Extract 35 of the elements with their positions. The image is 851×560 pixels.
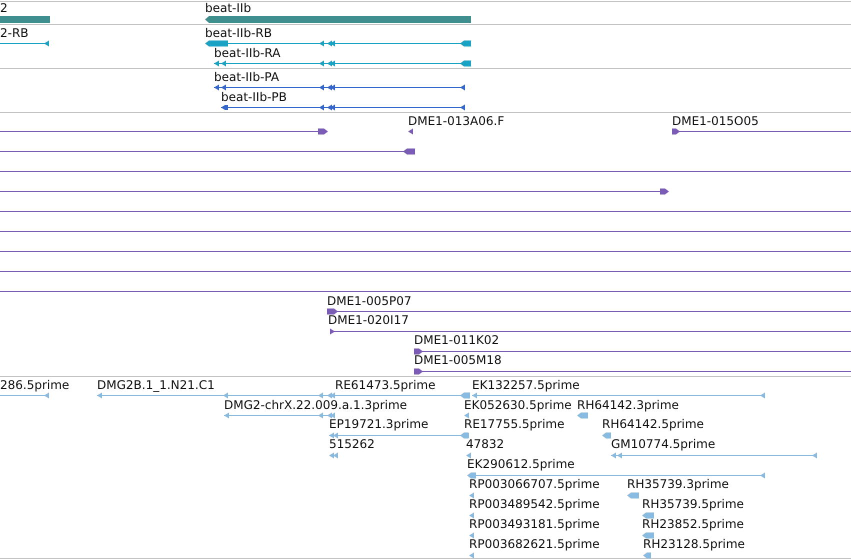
feature-label: EK290612.5prime [467,457,575,471]
feature-label: RH35739.5prime [642,497,744,511]
feature-label: DMG2-chrX.22.009.a.1.3prime [224,398,408,412]
feature-label: EK052630.5prime [464,398,572,412]
feature-label: EP19721.3prime [329,417,428,431]
feature-label: RH64142.3prime [577,398,679,412]
feature-label: 2 [0,1,8,15]
feature-label: beat-IIb-PA [214,70,280,84]
feature-label: RP003682621.5prime [469,537,600,551]
feature-label: RP003066707.5prime [469,477,600,491]
feature-label: DME1-020I17 [328,313,409,327]
feature-label: beat-IIb-PB [221,90,287,104]
feature-label: DME1-015O05 [672,114,759,128]
feature-label: RH23852.5prime [642,517,744,531]
feature-label: DME1-005P07 [327,294,412,308]
feature-label: beat-IIb-RB [205,26,272,40]
feature-label: RE17755.5prime [464,417,564,431]
feature-label: EK132257.5prime [472,378,580,392]
feature-label: RH64142.5prime [602,417,704,431]
feature-label: RP003489542.5prime [469,497,600,511]
feature-label: 515262 [329,437,375,451]
feature-label: 286.5prime [0,378,70,392]
feature-label: beat-IIb-RA [214,46,280,60]
feature-label: RE61473.5prime [335,378,436,392]
feature-label: RP003493181.5prime [469,517,600,531]
feature-label: DME1-011K02 [414,333,500,347]
feature-label: RH35739.3prime [627,477,729,491]
feature-label: DMG2B.1_1.N21.C1 [97,378,215,392]
feature-label: DME1-005M18 [414,353,502,367]
feature-label: GM10774.5prime [611,437,716,451]
feature-label: RH23128.5prime [643,537,745,551]
feature-label: DME1-013A06.F [408,114,504,128]
feature-label: 47832 [466,437,504,451]
feature-label: beat-IIb [205,1,252,15]
feature-label: 2-RB [0,26,29,40]
